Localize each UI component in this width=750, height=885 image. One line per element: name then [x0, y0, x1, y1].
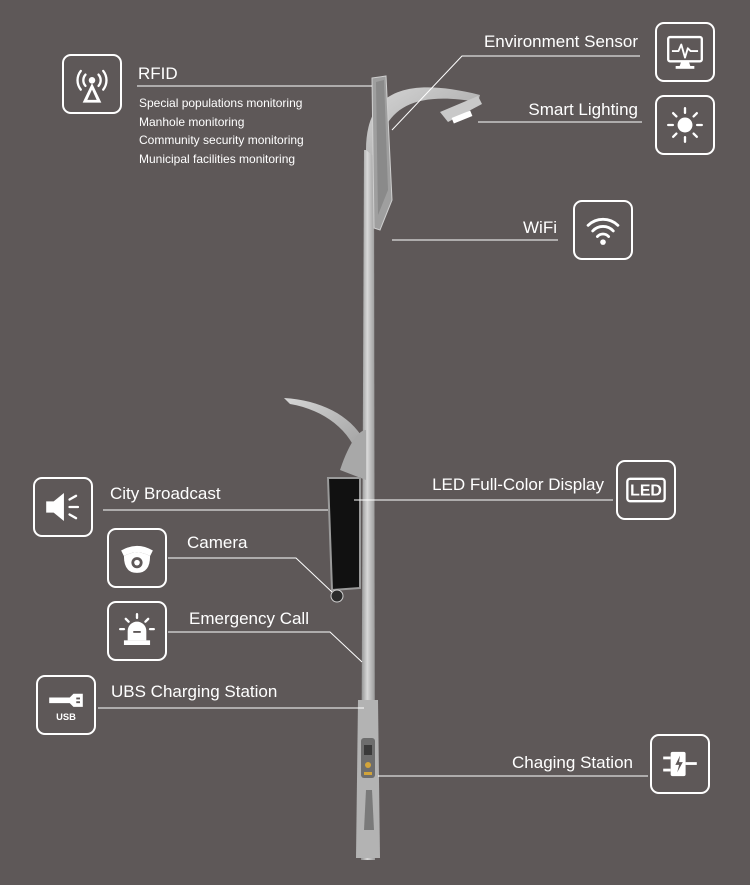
alarm-siren-icon: [119, 613, 155, 645]
environment-sensor-icon-box: [655, 22, 715, 82]
environment-sensor-label: Environment Sensor: [483, 32, 638, 51]
upper-arm: [366, 87, 480, 160]
charging-station-icon-box: [650, 734, 710, 794]
usb-icon-text: USB: [56, 712, 76, 722]
camera-label: Camera: [187, 533, 248, 552]
charging-station-label: Chaging Station: [512, 753, 633, 772]
wifi-icon: [586, 217, 620, 245]
rfid-items: Special populations monitoring Manhole m…: [139, 94, 304, 168]
speaker-icon: [46, 493, 80, 521]
smart-lighting-label: Smart Lighting: [528, 100, 638, 119]
sun-icon: [667, 107, 703, 143]
ev-plug-icon: [663, 751, 697, 777]
city-broadcast-icon-box: [33, 477, 93, 537]
rfid-title: RFID: [138, 64, 178, 83]
rfid-item: Manhole monitoring: [139, 114, 245, 129]
wifi-label: WiFi: [523, 218, 557, 237]
led-icon: LED: [626, 477, 666, 503]
camera-dome: [330, 589, 344, 603]
rfid-item: Municipal facilities monitoring: [139, 151, 296, 166]
led-icon-text: LED: [630, 483, 662, 500]
lamp-head: [440, 96, 482, 122]
usb-icon: USB: [49, 693, 83, 722]
lower-arm: [284, 398, 364, 460]
line-environment-sensor: [391, 55, 640, 131]
rfid-item: Special populations monitoring: [139, 96, 303, 110]
usb-charging-icon-box: USB: [36, 675, 96, 735]
line-emergency-call: [168, 631, 363, 663]
led-display-icon-box: LED: [616, 460, 676, 520]
led-display-label: LED Full-Color Display: [432, 475, 604, 494]
pole-base: [356, 700, 380, 858]
led-display-panel: [326, 477, 361, 592]
rfid-icon-box: [62, 54, 122, 114]
emergency-call-label: Emergency Call: [189, 609, 309, 628]
city-broadcast-label: City Broadcast: [110, 484, 221, 503]
pole-shaft: [361, 150, 375, 860]
emergency-call-icon-box: [107, 601, 167, 661]
rfid-item: Community security monitoring: [139, 133, 304, 147]
usb-charging-label: UBS Charging Station: [111, 682, 278, 701]
dome-camera-icon: [121, 545, 153, 573]
camera-icon-box: [107, 528, 167, 588]
smart-lighting-icon-box: [655, 95, 715, 155]
line-camera: [168, 557, 333, 593]
monitor-pulse-icon: [667, 35, 703, 69]
rfid-tower-icon: [76, 69, 108, 103]
wifi-icon-box: [573, 200, 633, 260]
leader-lines: [98, 55, 648, 777]
